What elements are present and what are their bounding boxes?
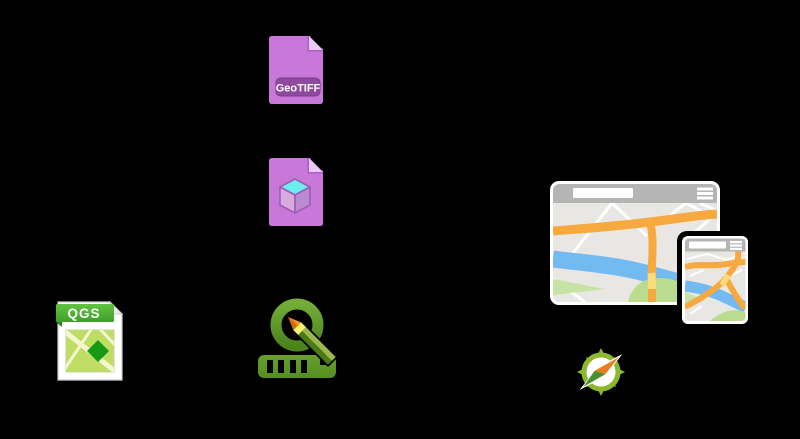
cube-file-icon (269, 158, 323, 226)
browser-small-map-roads-secondary (686, 252, 743, 315)
browser-small-menu-icon[interactable] (730, 241, 742, 250)
geotiff-badge (275, 77, 321, 97)
qgs-ribbon-label: QGS (67, 306, 100, 321)
browser-large-map-bridge (647, 272, 656, 290)
qgis-q-ring (270, 298, 324, 352)
browser-small-map-roads-primary (685, 250, 746, 310)
browser-small-map-park-bottom (710, 310, 746, 321)
qgs-ribbon (56, 304, 114, 322)
geotiff-file-icon: GeoTIFF (269, 36, 323, 104)
browser-large-map-park-left (553, 279, 605, 295)
compass-icon (577, 348, 625, 396)
geotiff-fold (309, 36, 323, 50)
browser-large-addressbar[interactable] (573, 188, 633, 198)
cube-right-face (294, 186, 311, 214)
browser-large-menu-icon[interactable] (697, 187, 713, 200)
compass-needle-south (583, 370, 606, 387)
cube-3d-icon (279, 178, 311, 214)
compass-needle-north (594, 357, 619, 375)
browser-small-addressbar[interactable] (689, 241, 726, 249)
browser-small-map-bridge (719, 273, 731, 287)
qgs-file-icon: QGS (56, 300, 124, 381)
cube-fold (309, 158, 323, 172)
browser-large-map-roads-primary (553, 209, 717, 302)
qgs-ribbon-fold (56, 322, 62, 327)
qgis-server-icon (258, 298, 338, 378)
browser-window-small (682, 236, 748, 324)
geotiff-badge-label: GeoTIFF (276, 83, 321, 95)
qgis-pencil-icon (286, 315, 338, 367)
browser-large-map-park-center (628, 277, 693, 302)
compass-needle (579, 354, 623, 390)
qgs-map-diamond (87, 340, 109, 362)
